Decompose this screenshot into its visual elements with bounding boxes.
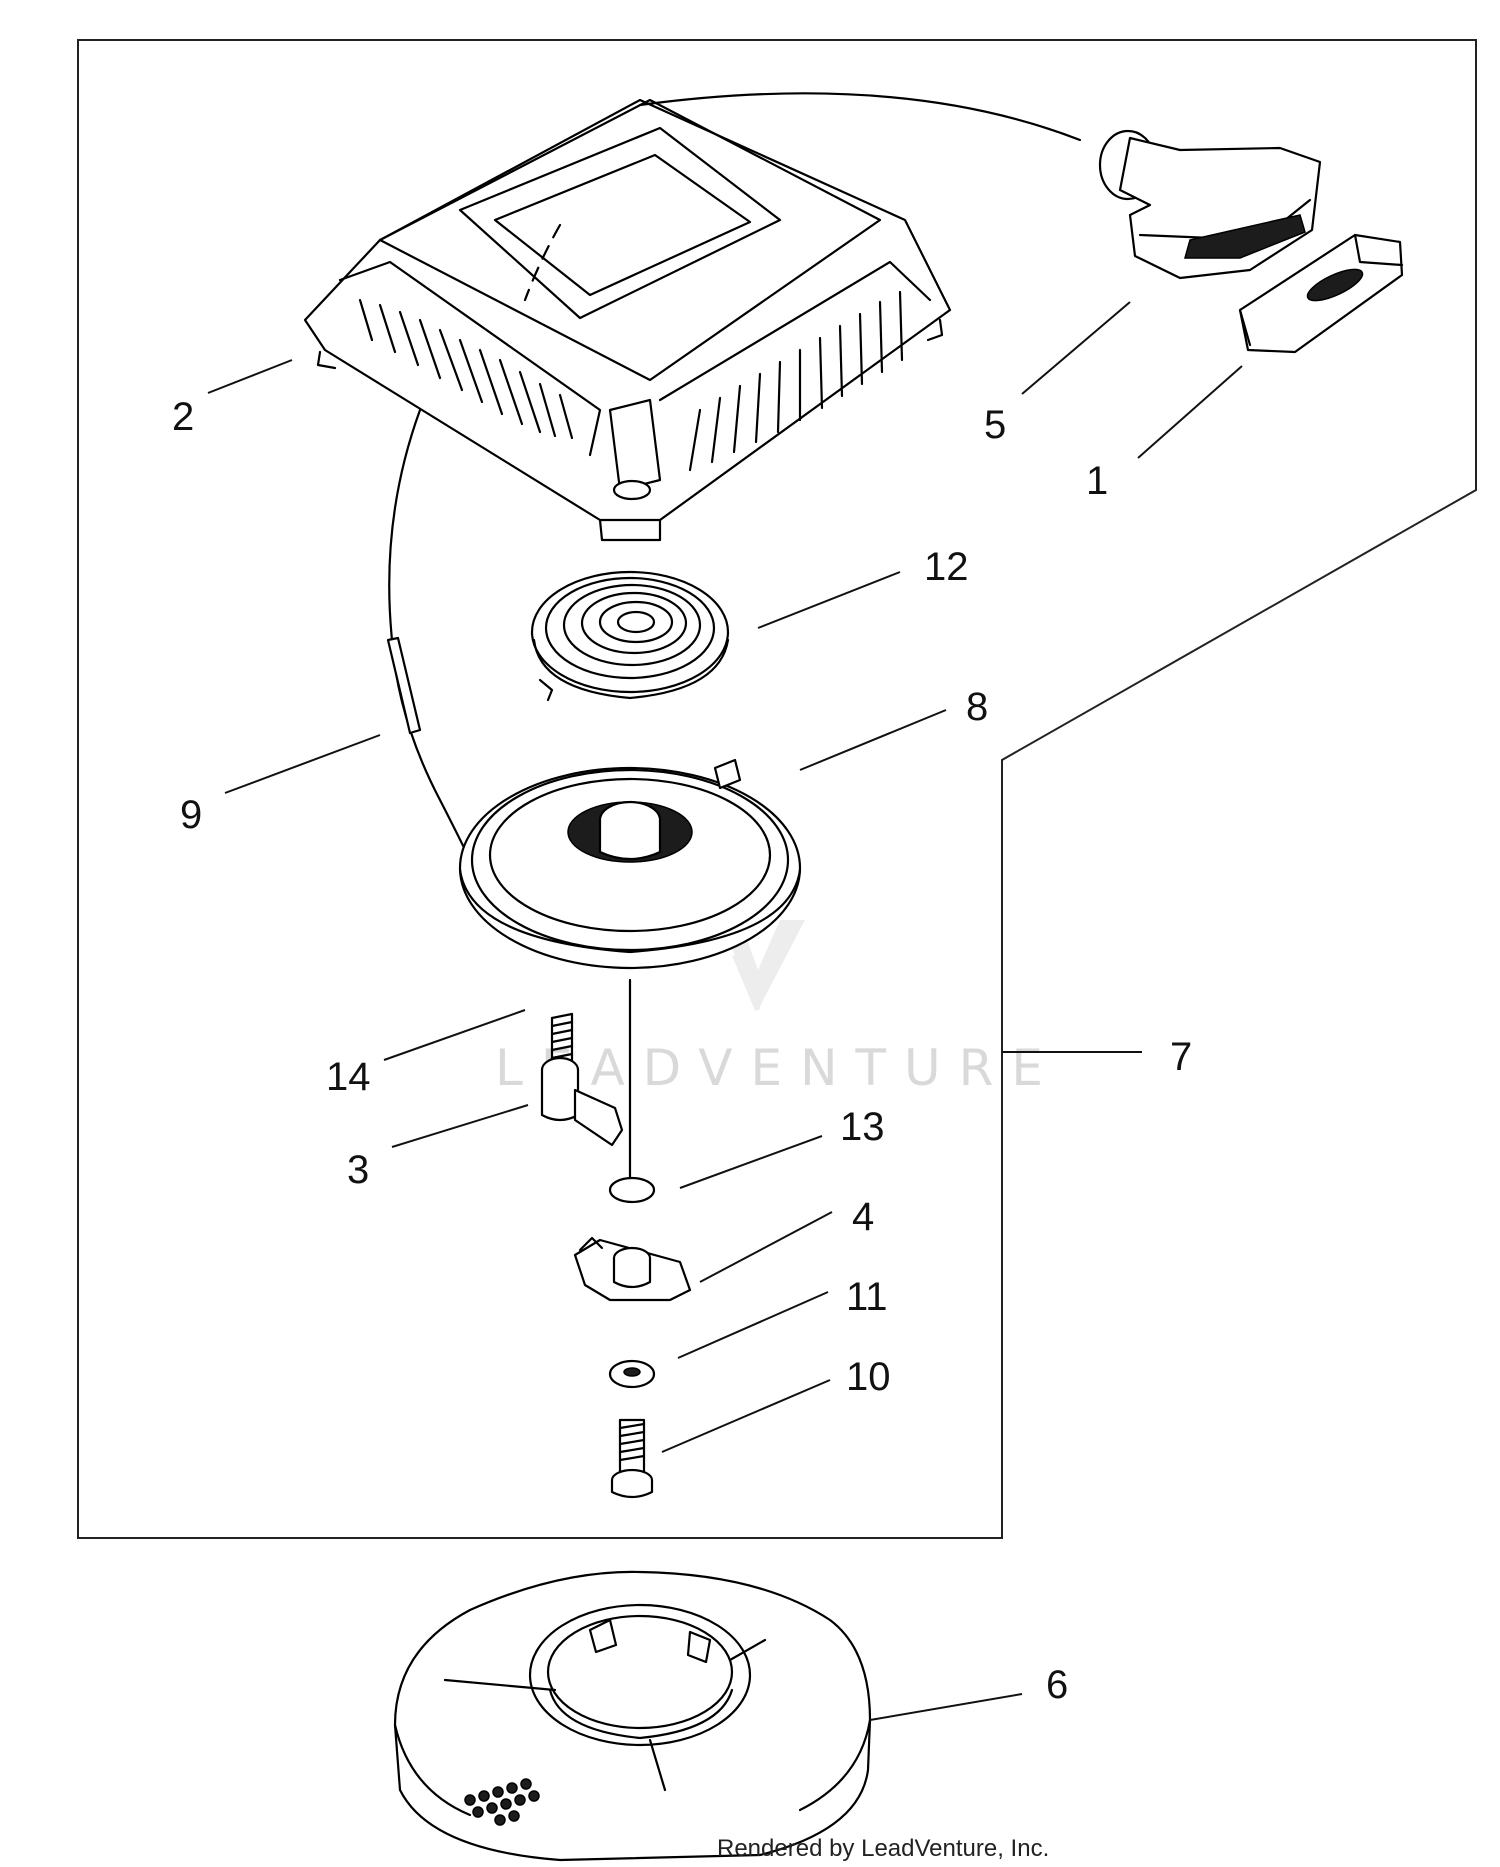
assembly-7-frame — [77, 39, 1477, 1539]
callout-6: 6 — [1046, 1663, 1068, 1707]
leader-2 — [207, 359, 293, 394]
render-credit: Rendered by LeadVenture, Inc. — [717, 1835, 1049, 1862]
leader-5 — [1021, 301, 1131, 395]
starter-housing-part-2 — [303, 98, 952, 542]
callout-13: 13 — [840, 1105, 885, 1149]
leader-13 — [679, 1135, 823, 1189]
callout-4: 4 — [852, 1195, 874, 1239]
callout-1: 1 — [1086, 459, 1108, 503]
starter-rope-part-9 — [388, 408, 472, 862]
leader-4 — [699, 1211, 833, 1283]
leader-1 — [1137, 365, 1243, 459]
washer-part-13 — [608, 1176, 656, 1204]
rope-sleeve — [386, 636, 422, 735]
starter-handle-part-5 — [638, 92, 1322, 280]
base-vent-holes — [464, 1778, 540, 1826]
watermark-text: LEADVENTURE — [495, 1039, 1061, 1097]
callout-10: 10 — [846, 1355, 891, 1399]
leader-9 — [224, 734, 381, 794]
recoil-spring-part-12 — [530, 570, 730, 702]
reel-pulley-part-8 — [458, 758, 802, 970]
ratchet-part-4 — [573, 1236, 692, 1302]
callout-12: 12 — [924, 545, 969, 589]
starter-base-part-6 — [393, 1570, 872, 1862]
callout-9: 9 — [180, 793, 202, 837]
bolt-part-10 — [610, 1418, 654, 1499]
callout-7: 7 — [1170, 1035, 1192, 1079]
leader-3 — [391, 1104, 529, 1148]
callout-5: 5 — [984, 403, 1006, 447]
callout-3: 3 — [347, 1148, 369, 1192]
leader-10 — [661, 1379, 831, 1453]
leader-6 — [869, 1693, 1023, 1721]
leader-11 — [677, 1291, 829, 1359]
handle-grip-part-1 — [1238, 233, 1404, 354]
callout-14: 14 — [326, 1055, 371, 1099]
housing-fins — [358, 290, 904, 472]
pawl-part-3 — [540, 1056, 624, 1147]
callout-2: 2 — [172, 395, 194, 439]
leader-12 — [757, 571, 901, 629]
callout-11: 11 — [846, 1275, 888, 1319]
leader-8 — [799, 709, 947, 771]
leader-14 — [383, 1009, 526, 1061]
callout-labels: 1 2 3 4 5 6 7 8 9 10 11 12 13 14 — [172, 395, 1192, 1707]
leader-lines — [207, 301, 1243, 1721]
callout-8: 8 — [966, 685, 988, 729]
washer-part-11 — [608, 1359, 656, 1389]
